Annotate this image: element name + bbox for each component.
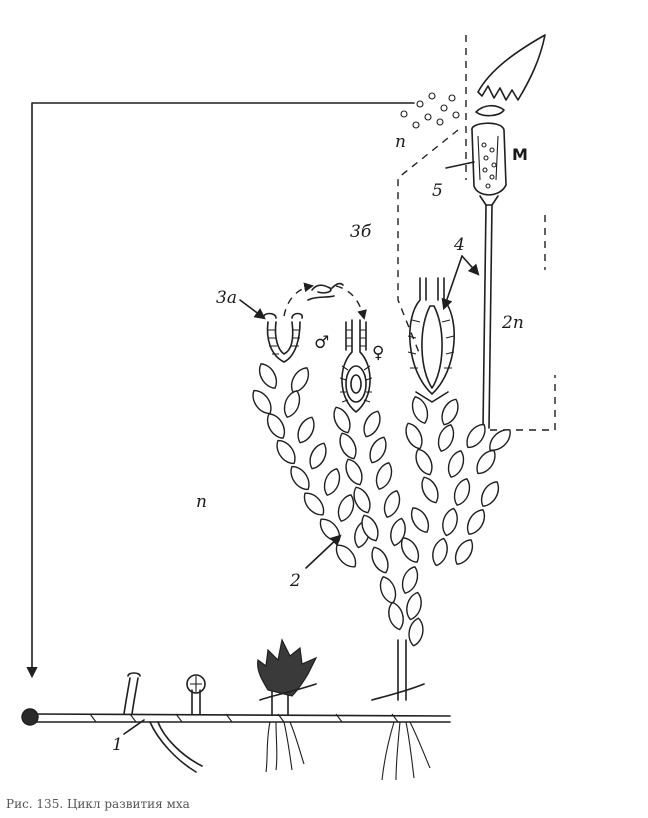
young-sporophyte — [407, 277, 455, 403]
operculum-lid — [475, 104, 505, 117]
label-haploid-mid: n — [196, 492, 207, 512]
figure-caption: Рис. 135. Цикл развития мха — [6, 797, 190, 811]
label-diploid: 2n — [501, 313, 524, 333]
label-capsule-num: 5 — [432, 181, 443, 201]
antheridia — [263, 312, 303, 363]
label-haploid-top: n — [395, 132, 406, 152]
spores — [400, 92, 460, 129]
capsule-sporangium — [471, 122, 507, 206]
cycle-return-arrow — [26, 102, 415, 679]
gametophyte-leafy-shoots — [247, 359, 516, 701]
label-capsule-letter: M — [512, 145, 528, 164]
fertilization-arrows — [283, 282, 367, 320]
label-gametophyte-num: 2 — [289, 571, 301, 591]
archegonium — [339, 319, 373, 413]
label-protonema-num: 1 — [112, 735, 123, 755]
diploid-boundary-dashed — [397, 35, 556, 431]
label-sporophyte-num: 4 — [453, 235, 465, 255]
male-symbol: ♂ — [314, 333, 329, 353]
sperm-cell — [307, 282, 344, 301]
label-archegonium-num: 3б — [350, 222, 372, 242]
label-antheridium-num: 3a — [216, 288, 237, 308]
protonema — [21, 638, 451, 781]
seta-stalk — [482, 204, 493, 429]
label-pointers — [123, 161, 480, 735]
female-symbol: ♀ — [372, 343, 384, 363]
calyptra-cap — [477, 34, 546, 101]
